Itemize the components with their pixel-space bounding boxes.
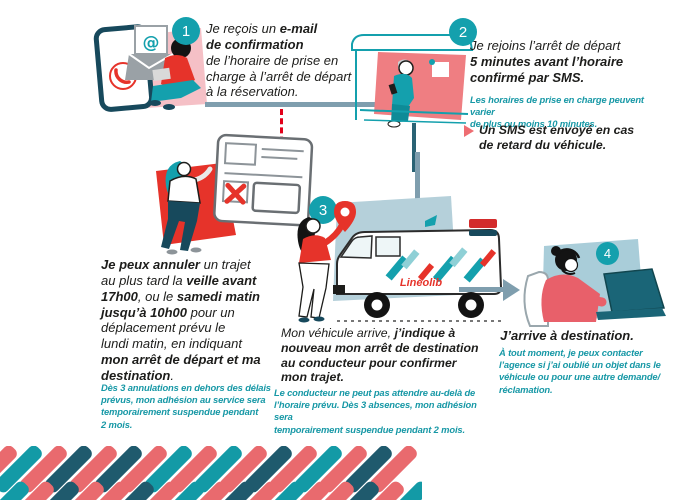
step-2-note: Les horaires de prise en charge peuvent …: [470, 94, 644, 130]
wheel-hub: [371, 299, 383, 311]
flow-arrow-1-shaft: [205, 102, 423, 107]
brand-badge: [469, 219, 497, 228]
step-2-text: Je rejoins l’arrêt de départ 5 minutes a…: [470, 38, 624, 85]
shoe: [149, 100, 161, 106]
cancel-rule-note: Dès 3 annulations en dehors des délais p…: [101, 382, 271, 430]
van-bumper: [333, 285, 345, 294]
traveler-pants: [298, 262, 330, 319]
form-line: [261, 156, 298, 160]
step-1-number: 1: [181, 22, 191, 40]
van-windshield: [339, 235, 373, 259]
traveler-arm: [322, 222, 345, 246]
rider-legs: [391, 104, 410, 123]
form-field: [221, 180, 250, 204]
step-2-number: 2: [458, 23, 468, 41]
van-scene-illustration: Linéolib: [297, 196, 505, 323]
agent-desk-illustration: [523, 239, 666, 327]
sign-pin: [429, 59, 435, 65]
cancel-form-illustration: [156, 133, 314, 255]
shoe: [163, 104, 175, 110]
bench-rail: [363, 119, 467, 124]
canceller-shirt: [167, 175, 201, 204]
alert-triangle-icon: [464, 125, 474, 137]
traveler-shoe: [313, 316, 325, 322]
traveler-shoe: [298, 317, 310, 323]
person-legs: [151, 80, 201, 102]
step-2-badge: 2: [449, 18, 477, 46]
headset-mic: [561, 269, 576, 275]
rider-body: [392, 73, 414, 110]
bench: [359, 109, 469, 115]
step-3-text: Mon véhicule arrive, j’indique à nouveau…: [281, 326, 479, 385]
wheel-hub: [465, 299, 477, 311]
canceller-head: [176, 161, 192, 177]
step-4-number: 4: [603, 246, 612, 261]
traveler-top: [299, 235, 331, 263]
traveler-head: [305, 218, 321, 234]
phone-icon: [114, 68, 131, 84]
canceller-shoe: [166, 249, 178, 255]
flow-arrow-3-head: [503, 278, 520, 301]
step-4-title: J’arrive à destination.: [500, 328, 634, 343]
headset-icon: [554, 248, 581, 259]
form-line: [224, 172, 303, 179]
step-3-number: 3: [318, 201, 328, 219]
van-brand-label: Linéolib: [400, 277, 442, 289]
rider-shoe: [387, 120, 401, 128]
deco-pattern: [0, 446, 422, 500]
headset-earcup: [556, 260, 564, 268]
flow-arrow-2-shaft: [415, 152, 420, 230]
agent-face: [563, 257, 579, 273]
form-line: [261, 148, 304, 153]
step-1-badge: 1: [172, 17, 200, 45]
sms-alert: Un SMS est envoyé en cas de retard du vé…: [464, 123, 649, 154]
laptop-base: [596, 308, 666, 320]
cancel-rule-text: Je peux annuler un trajet au plus tard l…: [101, 257, 261, 384]
van-livery-stripes: [385, 247, 497, 283]
email-phone-illustration: @: [93, 24, 207, 112]
bus-shelter-illustration: [351, 34, 474, 172]
agent-arm: [565, 287, 607, 307]
agent-body: [541, 274, 600, 322]
shelter-panel: [374, 52, 466, 120]
cancel-dashed-connector-v: [280, 109, 283, 161]
laptop-screen: [603, 268, 665, 313]
form-field: [251, 181, 302, 215]
operator-logo: [425, 215, 437, 227]
step-1-text: Je reçois un e-mail de confirmation de l…: [206, 21, 352, 100]
pin-hole: [340, 207, 350, 217]
step-4-badge: 4: [596, 242, 619, 265]
at-sign-icon: @: [143, 33, 160, 53]
laptop-small: [152, 67, 171, 82]
van-window: [375, 236, 401, 257]
form-field: [223, 142, 258, 166]
x-mark-icon: [224, 183, 247, 204]
rider-head: [398, 60, 414, 76]
sms-alert-text: Un SMS est envoyé en cas de retard du vé…: [479, 123, 635, 153]
canceller-pants: [161, 201, 200, 251]
rider-phone: [388, 83, 398, 95]
canceller-shoe: [190, 247, 202, 253]
shelter-pole: [412, 123, 416, 172]
shelter-sign: [432, 62, 449, 77]
step-3-note: Le conducteur ne peut pas attendre au-de…: [274, 387, 477, 435]
flow-arrow-3-shaft: [459, 287, 505, 292]
step-4-note: À tout moment, je peux contacter l’agenc…: [499, 347, 661, 395]
brand-badge-sub: [469, 230, 497, 236]
